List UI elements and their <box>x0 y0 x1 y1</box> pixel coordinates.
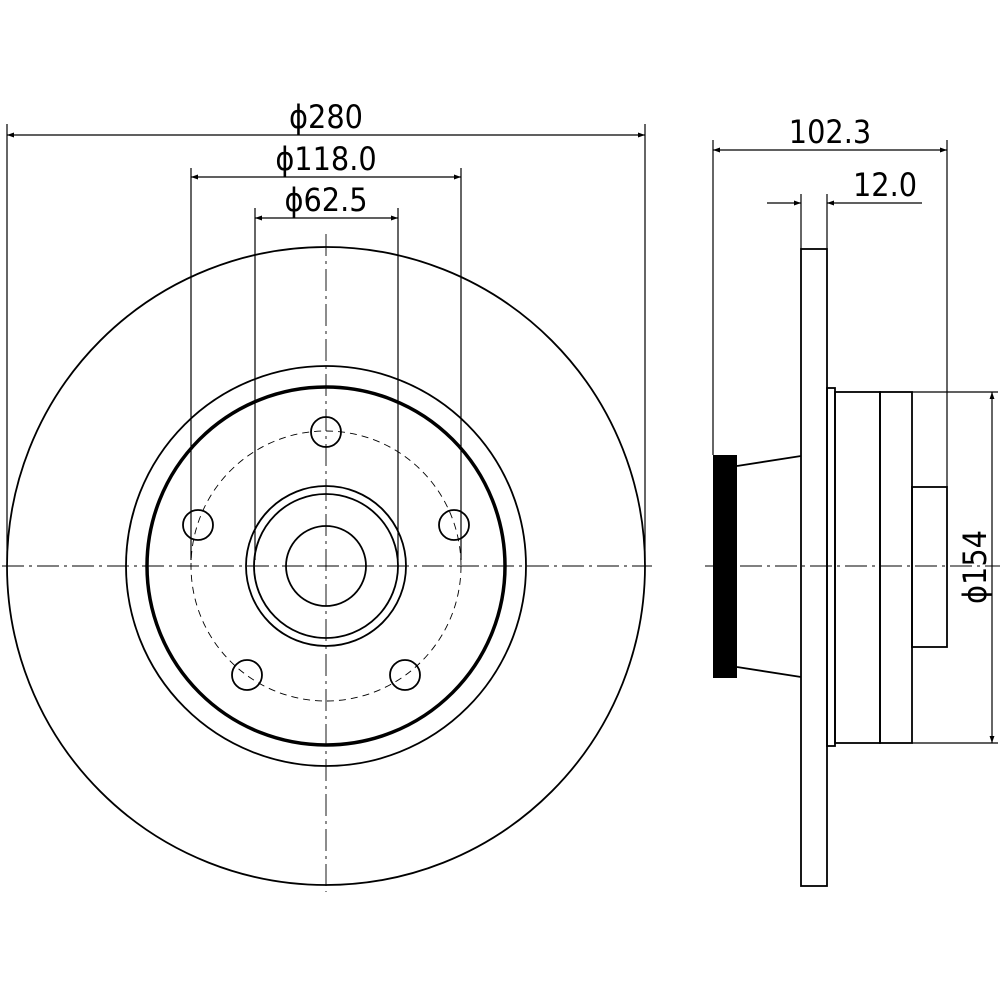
friction-ring <box>713 455 737 678</box>
outer-disc-edge <box>6 246 646 886</box>
side-view: 102.3 12.0 ϕ154 <box>705 113 1000 887</box>
flange-plate <box>800 248 828 887</box>
hub-body <box>834 391 881 744</box>
dim-bolt-circle: ϕ118.0 <box>275 140 376 178</box>
front-view: ϕ280 ϕ118.0 ϕ62.5 <box>2 98 652 892</box>
bolt-hole <box>310 416 342 448</box>
dim-overall-height: 102.3 <box>789 113 871 151</box>
bolt-hole <box>231 659 263 691</box>
center-bore <box>285 525 367 607</box>
hub-boss-outer <box>245 485 407 647</box>
hub-boss-inner <box>253 493 399 639</box>
bolt-hole <box>182 509 214 541</box>
hub-cap <box>911 486 948 648</box>
dim-center-bore: ϕ62.5 <box>284 181 367 219</box>
dim-hub-diameter: ϕ154 <box>956 530 994 604</box>
bolt-hole <box>389 659 421 691</box>
dim-outer-diameter: ϕ280 <box>289 98 363 136</box>
dim-disc-thickness: 12.0 <box>853 166 917 204</box>
bolt-circle <box>190 430 462 702</box>
bolt-hole <box>438 509 470 541</box>
hat-inner-ring <box>145 385 507 747</box>
bolt-holes <box>182 416 470 691</box>
hub-spacer <box>826 387 836 747</box>
hat-outer-ring <box>125 365 527 767</box>
hat-taper <box>736 455 802 678</box>
hub-bearing <box>879 391 913 744</box>
